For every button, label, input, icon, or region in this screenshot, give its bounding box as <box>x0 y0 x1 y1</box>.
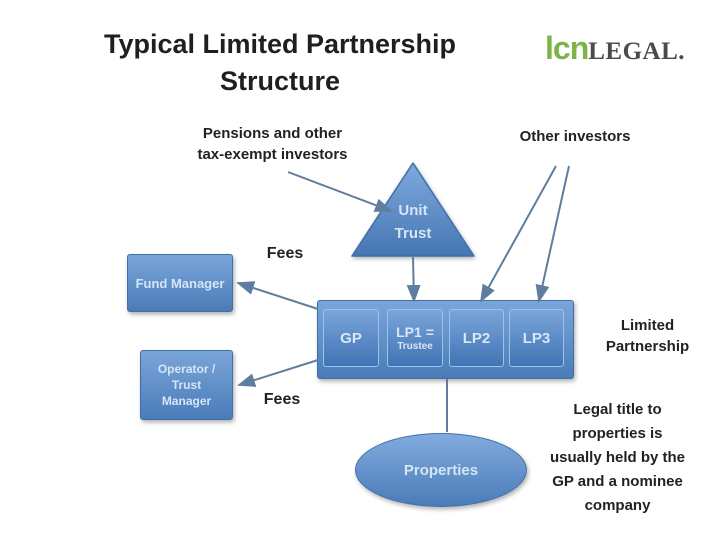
operator-trust-manager-box: Operator / Trust Manager <box>140 350 233 420</box>
arrow-unit-trust-to-lp1 <box>406 256 421 303</box>
fund-manager-box: Fund Manager <box>127 254 233 312</box>
limited-partnership-label: Limited Partnership <box>605 317 690 355</box>
logo-lcn-text: lcn <box>545 30 589 66</box>
arrow-other-investors-to-lp3 <box>535 165 570 303</box>
fees-label-top: Fees <box>266 245 304 262</box>
arrow-partnership-to-fund-manager <box>236 281 319 310</box>
lp3-box: LP3 <box>509 309 564 367</box>
page-title: Typical Limited Partnership Structure <box>103 29 457 96</box>
arrow-other-investors-to-lp2 <box>480 165 557 303</box>
arrow-partnership-to-operator <box>237 359 319 387</box>
fees-label-bottom: Fees <box>263 391 301 408</box>
lcn-legal-logo: lcnLEGAL. <box>545 30 685 67</box>
lp2-box: LP2 <box>449 309 504 367</box>
other-investors-label: Other investors <box>519 128 631 145</box>
pensions-investors-label: Pensions and other tax-exempt investors <box>197 125 348 163</box>
lp1-label: LP1 = <box>396 324 434 340</box>
logo-legal-text: LEGAL. <box>588 38 686 65</box>
lp1-trustee-label: Trustee <box>397 341 433 352</box>
properties-ellipse: Properties <box>355 433 527 507</box>
legal-title-note: Legal title to properties is usually hel… <box>549 401 686 514</box>
unit-trust-label: Unit Trust <box>394 202 432 242</box>
lp1-trustee-box: LP1 = Trustee <box>387 309 443 367</box>
gp-box: GP <box>323 309 379 367</box>
